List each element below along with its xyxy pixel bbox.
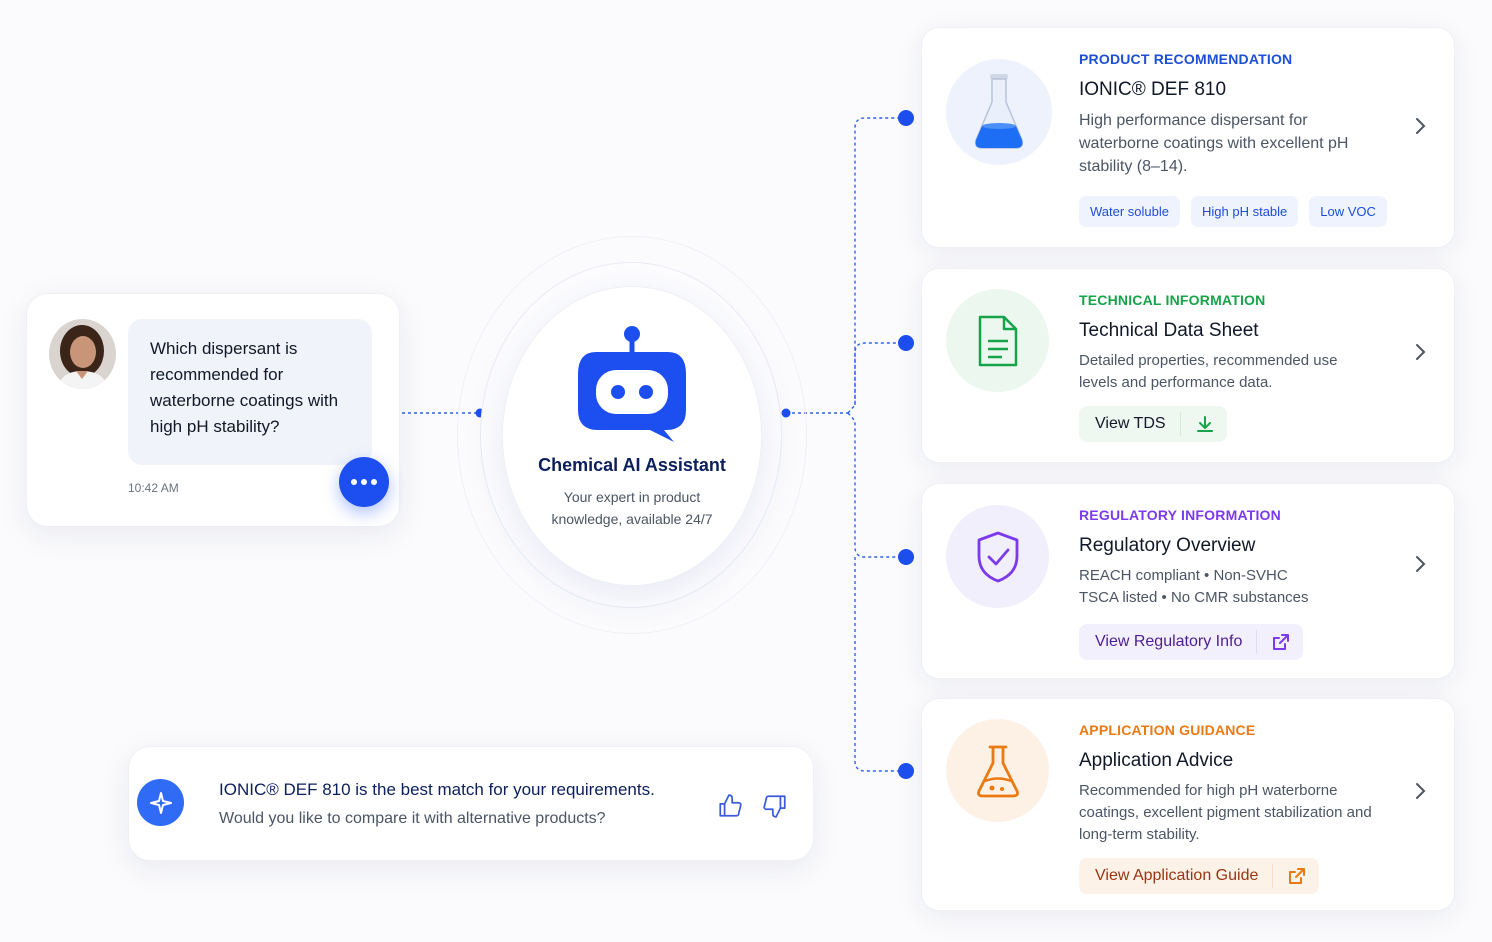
assistant-ring-outer: [457, 236, 807, 634]
answer-text: IONIC® DEF 810 is the best match for you…: [219, 780, 655, 799]
download-icon: [1195, 414, 1215, 434]
regulatory-description: REACH compliant • Non-SVHC TSCA listed •…: [1079, 565, 1399, 609]
beaker-icon: [946, 719, 1049, 822]
view-application-guide-button[interactable]: View Application Guide: [1079, 858, 1320, 894]
technical-information-card[interactable]: TECHNICAL INFORMATION Technical Data She…: [921, 268, 1455, 463]
product-description: High performance dispersant for waterbor…: [1079, 112, 1349, 175]
application-guidance-card[interactable]: APPLICATION GUIDANCE Application Advice …: [921, 698, 1455, 911]
more-icon: [351, 479, 377, 485]
thumbs-up-button[interactable]: [715, 791, 745, 821]
tag-high-ph-stable: High pH stable: [1191, 196, 1299, 227]
shield-check-icon: [946, 505, 1049, 608]
more-button[interactable]: [339, 457, 389, 507]
thumbs-down-button[interactable]: [760, 791, 790, 821]
thumbs-down-icon: [763, 795, 786, 818]
assistant-subtitle: Your expert in product knowledge, availa…: [551, 489, 713, 527]
divider: [1179, 412, 1181, 436]
assistant-answer-card: [128, 746, 814, 861]
application-title: Application Advice: [1079, 750, 1234, 771]
regulatory-information-card[interactable]: REGULATORY INFORMATION Regulatory Overvi…: [921, 483, 1455, 679]
external-link-icon: [1271, 632, 1291, 652]
view-regulatory-label: View Regulatory Info: [1095, 633, 1243, 650]
tag-low-voc: Low VOC: [1309, 196, 1387, 227]
robot-icon: [578, 326, 686, 442]
regulatory-title: Regulatory Overview: [1079, 535, 1256, 556]
external-link-icon: [1287, 866, 1307, 886]
regulatory-line-2: TSCA listed • No CMR substances: [1079, 589, 1309, 606]
regulatory-eyebrow: REGULATORY INFORMATION: [1079, 507, 1281, 523]
thumbs-up-icon: [719, 794, 742, 817]
regulatory-line-1: REACH compliant • Non-SVHC: [1079, 567, 1288, 584]
view-regulatory-button[interactable]: View Regulatory Info: [1079, 624, 1304, 660]
answer-followup: Would you like to compare it with altern…: [219, 810, 606, 827]
view-application-label: View Application Guide: [1095, 867, 1259, 884]
avatar: [49, 319, 116, 389]
application-eyebrow: APPLICATION GUIDANCE: [1079, 722, 1256, 738]
question-bubble: Which dispersant is recommended for wate…: [128, 319, 372, 465]
chevron-right-icon[interactable]: [1412, 781, 1428, 801]
message-timestamp: 10:42 AM: [128, 481, 179, 495]
document-icon: [946, 289, 1049, 392]
chevron-right-icon[interactable]: [1412, 342, 1428, 362]
tag-water-soluble: Water soluble: [1079, 196, 1180, 227]
product-eyebrow: PRODUCT RECOMMENDATION: [1079, 51, 1293, 67]
view-tds-label: View TDS: [1095, 415, 1166, 432]
technical-description: Detailed properties, recommended use lev…: [1079, 352, 1338, 391]
view-tds-button[interactable]: View TDS: [1079, 406, 1227, 442]
product-title: IONIC® DEF 810: [1079, 79, 1227, 100]
divider: [1272, 864, 1274, 888]
sparkle-icon: [137, 779, 184, 826]
chevron-right-icon[interactable]: [1412, 554, 1428, 574]
chevron-right-icon[interactable]: [1412, 116, 1428, 136]
technical-eyebrow: TECHNICAL INFORMATION: [1079, 292, 1266, 308]
application-description: Recommended for high pH waterborne coati…: [1079, 782, 1372, 843]
product-recommendation-card[interactable]: PRODUCT RECOMMENDATION IONIC® DEF 810 Hi…: [921, 27, 1455, 248]
product-tags: Water soluble High pH stable Low VOC: [1079, 196, 1399, 227]
flask-icon: [946, 59, 1052, 165]
assistant-title: Chemical AI Assistant: [538, 455, 726, 475]
technical-title: Technical Data Sheet: [1079, 320, 1259, 341]
divider: [1256, 630, 1258, 654]
